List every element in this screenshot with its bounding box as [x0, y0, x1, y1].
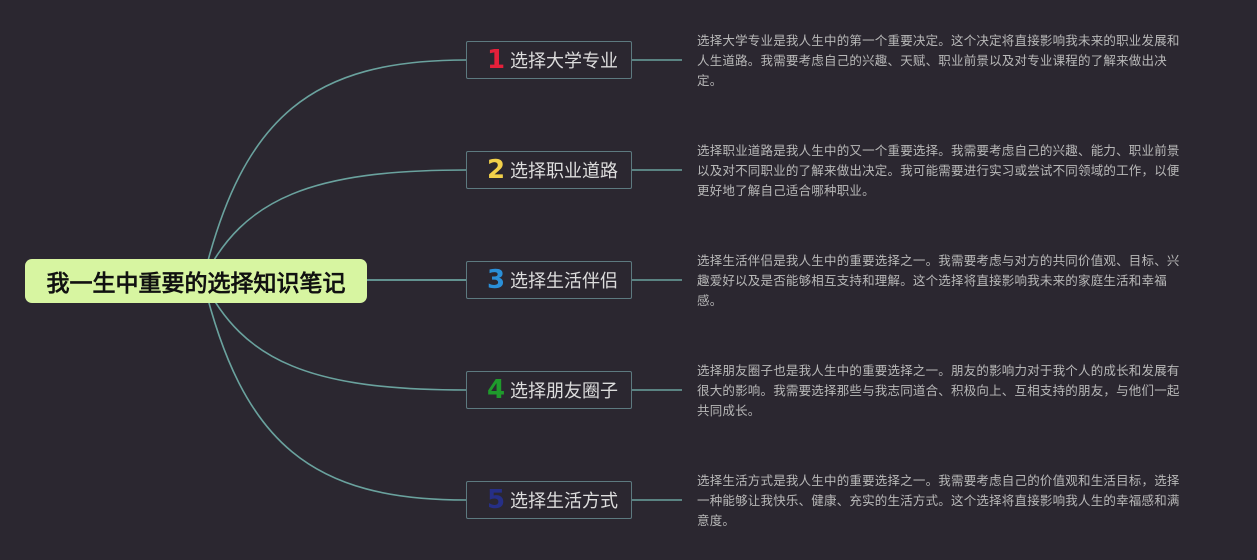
- branch-note-5: 选择生活方式是我人生中的重要选择之一。我需要考虑自己的价值观和生活目标，选择一种…: [697, 473, 1180, 528]
- branch-number-1: 1: [487, 45, 506, 75]
- branch-label-1: 选择大学专业: [510, 51, 618, 72]
- connector-curve-2: [202, 169, 467, 281]
- branch-topic-1[interactable]: 1 选择大学专业: [466, 41, 632, 79]
- branch-number-5: 5: [487, 485, 506, 515]
- branch-label-3: 选择生活伴侣: [510, 271, 618, 292]
- connector-curve-5: [202, 279, 467, 501]
- connector-curve-1: [202, 59, 467, 281]
- branch-label-5: 选择生活方式: [510, 491, 618, 512]
- root-topic[interactable]: 我一生中重要的选择知识笔记: [25, 259, 367, 303]
- branch-label-2: 选择职业道路: [510, 161, 618, 182]
- branch-note-1: 选择大学专业是我人生中的第一个重要决定。这个决定将直接影响我未来的职业发展和人生…: [697, 33, 1180, 88]
- branch-number-2: 2: [487, 155, 506, 185]
- branch-topic-2[interactable]: 2 选择职业道路: [466, 151, 632, 189]
- branch-topic-5[interactable]: 5 选择生活方式: [466, 481, 632, 519]
- branch-topic-4[interactable]: 4 选择朋友圈子: [466, 371, 632, 409]
- root-topic-label: 我一生中重要的选择知识笔记: [46, 271, 346, 297]
- branch-note-2: 选择职业道路是我人生中的又一个重要选择。我需要考虑自己的兴趣、能力、职业前景以及…: [697, 143, 1180, 198]
- branch-note-4: 选择朋友圈子也是我人生中的重要选择之一。朋友的影响力对于我个人的成长和发展有很大…: [697, 363, 1180, 418]
- branch-number-3: 3: [487, 265, 506, 295]
- connector-curve-4: [202, 279, 467, 391]
- branch-note-3: 选择生活伴侣是我人生中的重要选择之一。我需要考虑与对方的共同价值观、目标、兴趣爱…: [697, 253, 1180, 308]
- branch-number-4: 4: [487, 375, 506, 405]
- branch-label-4: 选择朋友圈子: [510, 381, 618, 402]
- branch-topic-3[interactable]: 3 选择生活伴侣: [466, 261, 632, 299]
